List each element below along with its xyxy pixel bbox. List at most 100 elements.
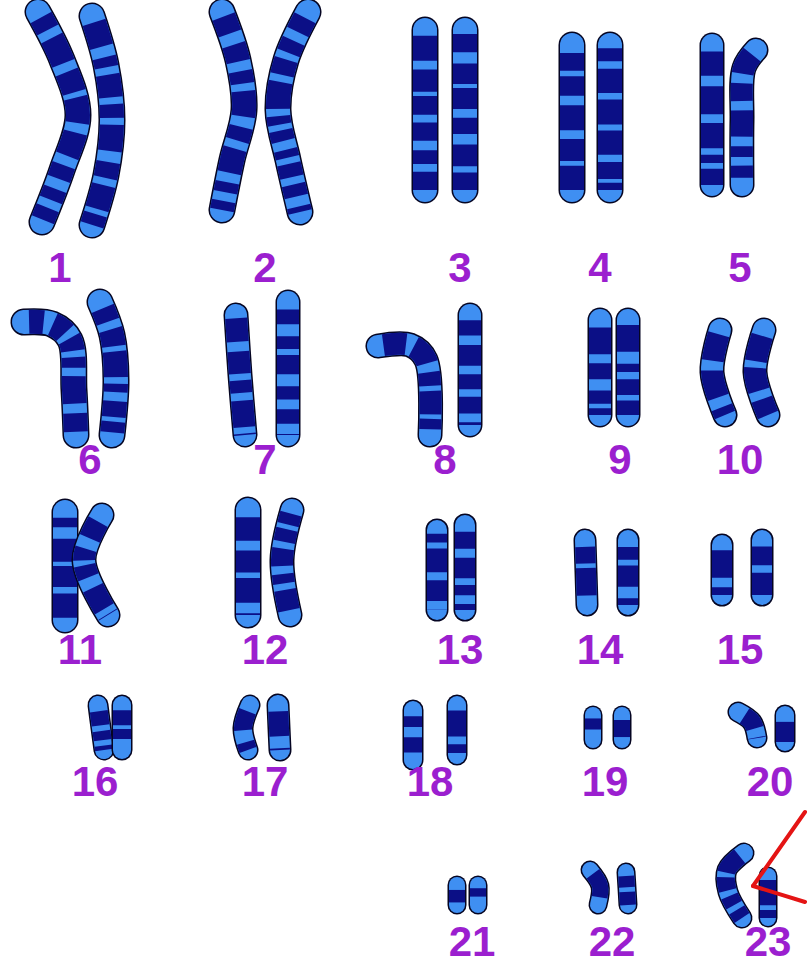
chromosome (626, 872, 628, 905)
chromosome-outline (100, 302, 116, 435)
chromosome-dark-band (277, 302, 299, 435)
chromosome-number: 3 (448, 247, 471, 289)
chromosome-outline (235, 510, 262, 615)
chromosome-outline (588, 320, 613, 415)
chromosome-dark-band (585, 540, 587, 605)
chromosome (84, 515, 108, 615)
chromosome (465, 525, 466, 610)
chromosome (712, 45, 713, 185)
chromosome (470, 315, 471, 425)
chromosome-dark-band (448, 705, 466, 755)
chromosome (278, 12, 308, 212)
chromosome (572, 45, 573, 190)
chromosome-light-band (236, 510, 260, 615)
chromosome (457, 705, 458, 755)
chromosome-dark-band (755, 330, 768, 415)
chromosome-outline (712, 330, 725, 415)
chromosome-outline (613, 715, 632, 740)
chromosome-number: 14 (577, 629, 624, 671)
chromosome-outline (112, 705, 133, 750)
chromosome (628, 320, 629, 415)
chromosome (98, 705, 104, 750)
chromosome (762, 540, 763, 595)
chromosome-dark-band (726, 853, 744, 918)
chromosome-dark-band (712, 545, 732, 595)
chromosome (465, 30, 466, 190)
chromosome-outline (751, 540, 774, 595)
chromosome-dark-band (236, 510, 260, 615)
chromosome-outline (222, 12, 244, 210)
chromosome-outline (700, 45, 725, 185)
chromosome-light-band (776, 715, 794, 742)
chromosome-number: 17 (242, 761, 289, 803)
chromosome-outline (755, 330, 768, 415)
chromosome-outline (412, 30, 439, 190)
chromosome-dark-band (427, 530, 447, 610)
chromosome-dark-band (614, 715, 630, 740)
chromosome (278, 705, 280, 750)
chromosome-outline (775, 715, 796, 742)
chromosome-outline (378, 344, 431, 435)
chromosome-number: 6 (78, 439, 101, 481)
chromosome-outline (738, 712, 757, 738)
chromosome-light-band (92, 16, 112, 225)
chromosome-dark-band (100, 302, 116, 435)
chromosome-dark-band (617, 320, 639, 415)
chromosome (282, 510, 292, 615)
chromosome-set (24, 12, 785, 918)
chromosome (248, 510, 249, 615)
chromosome-outline (559, 45, 586, 190)
chromosome (742, 50, 756, 185)
chromosome-outline (584, 715, 603, 740)
chromosome-dark-band (585, 715, 601, 740)
chromosome-dark-band (84, 515, 108, 615)
chromosome (222, 12, 244, 210)
chromosome-number: 16 (72, 761, 119, 803)
chromosome-number: 10 (717, 439, 764, 481)
chromosome-dark-band (413, 30, 437, 190)
chromosome-light-band (726, 853, 744, 918)
chromosome-light-band (712, 330, 725, 415)
chromosome-light-band (618, 540, 638, 605)
chromosome-light-band (585, 540, 587, 605)
chromosome-number: 8 (433, 439, 456, 481)
chromosome-number: 20 (747, 761, 794, 803)
arrow-line (753, 812, 805, 886)
chromosome-light-band (243, 705, 250, 750)
chromosome-outline (452, 30, 479, 190)
chromosome (378, 344, 431, 435)
chromosome-outline (626, 872, 628, 905)
chromosome-dark-band (590, 870, 600, 905)
chromosome-outline (92, 16, 112, 225)
chromosome-light-band (738, 712, 757, 738)
chromosome (413, 710, 414, 760)
chromosome-outline (617, 540, 640, 605)
chromosome-dark-band (24, 322, 76, 435)
chromosome-light-band (598, 45, 622, 190)
chromosome-dark-band (626, 872, 628, 905)
chromosome-light-band (560, 45, 584, 190)
chromosome-dark-band (455, 525, 475, 610)
chromosome (24, 322, 76, 435)
chromosome-light-band (590, 870, 600, 905)
chromosome (478, 885, 479, 905)
chromosome (122, 705, 123, 750)
chromosome-outline (759, 876, 778, 918)
chromosome-dark-band (776, 715, 794, 742)
chromosome-light-band (378, 344, 431, 435)
chromosome-number: 5 (728, 247, 751, 289)
chromosome-outline (616, 320, 641, 415)
chromosome-light-band (701, 45, 723, 185)
chromosome-outline (282, 510, 292, 615)
chromosome-outline (84, 515, 108, 615)
chromosome-light-band (100, 302, 116, 435)
arrow-line (753, 886, 805, 902)
chromosome (722, 545, 723, 595)
chromosome-number: 7 (253, 439, 276, 481)
chromosome-number: 11 (58, 629, 102, 671)
chromosome (610, 45, 611, 190)
chromosome-number: 19 (582, 761, 629, 803)
chromosome-number: 13 (437, 629, 484, 671)
